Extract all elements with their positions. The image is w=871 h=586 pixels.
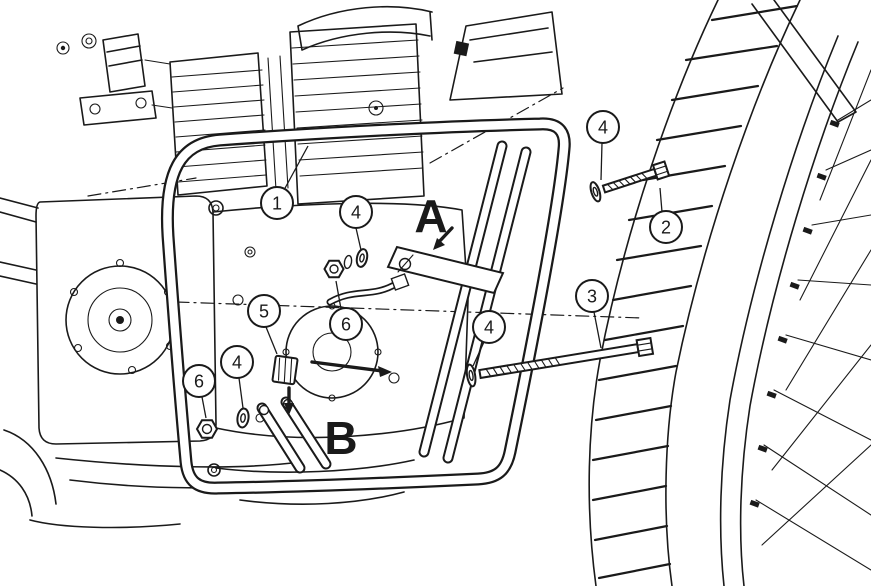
section-label-b: B (324, 412, 357, 464)
engine-guard (160, 117, 571, 495)
hex-nut-upper (323, 254, 353, 279)
callout-6b-label: 6 (194, 371, 204, 391)
washer-lower (236, 407, 250, 429)
callout-4d-label: 4 (232, 352, 242, 372)
callout-1: 1 (260, 186, 294, 220)
callout-4d: 4 (220, 345, 254, 379)
fasteners (195, 160, 671, 439)
callout-4c-label: 4 (484, 317, 494, 337)
callout-6a-label: 6 (341, 314, 351, 334)
callout-2-label: 2 (661, 217, 671, 237)
callout-2: 2 (649, 210, 683, 244)
front-wheel (588, 0, 871, 586)
upper-mount-bracket (386, 245, 505, 295)
callout-1-label: 1 (272, 193, 282, 213)
callout-4b: 4 (586, 110, 620, 144)
hex-nut-lower (195, 419, 219, 439)
callout-4a: 4 (339, 195, 373, 229)
spacer-sleeve (271, 354, 299, 386)
callout-4b-label: 4 (598, 117, 608, 137)
washer-upper (355, 248, 369, 268)
section-label-a: A (414, 190, 447, 242)
callout-3-label: 3 (587, 286, 597, 306)
fork-tubes (751, 0, 857, 123)
screw-short (589, 160, 671, 203)
arrows (284, 226, 454, 415)
callout-6b: 6 (182, 364, 216, 398)
spokes (749, 69, 871, 571)
arrow-to-bracket (310, 360, 384, 373)
callouts: 1 4 4 2 3 5 6 4 4 6 (182, 110, 683, 419)
screw-long (465, 336, 655, 388)
callout-5-label: 5 (259, 301, 269, 321)
callout-3: 3 (575, 279, 609, 313)
callout-5: 5 (247, 294, 281, 328)
tire (588, 0, 801, 586)
rim (719, 35, 859, 586)
callout-4c: 4 (472, 310, 506, 344)
callout-6a: 6 (329, 307, 363, 341)
section-letters: A B (324, 190, 447, 464)
callout-4a-label: 4 (351, 202, 361, 222)
